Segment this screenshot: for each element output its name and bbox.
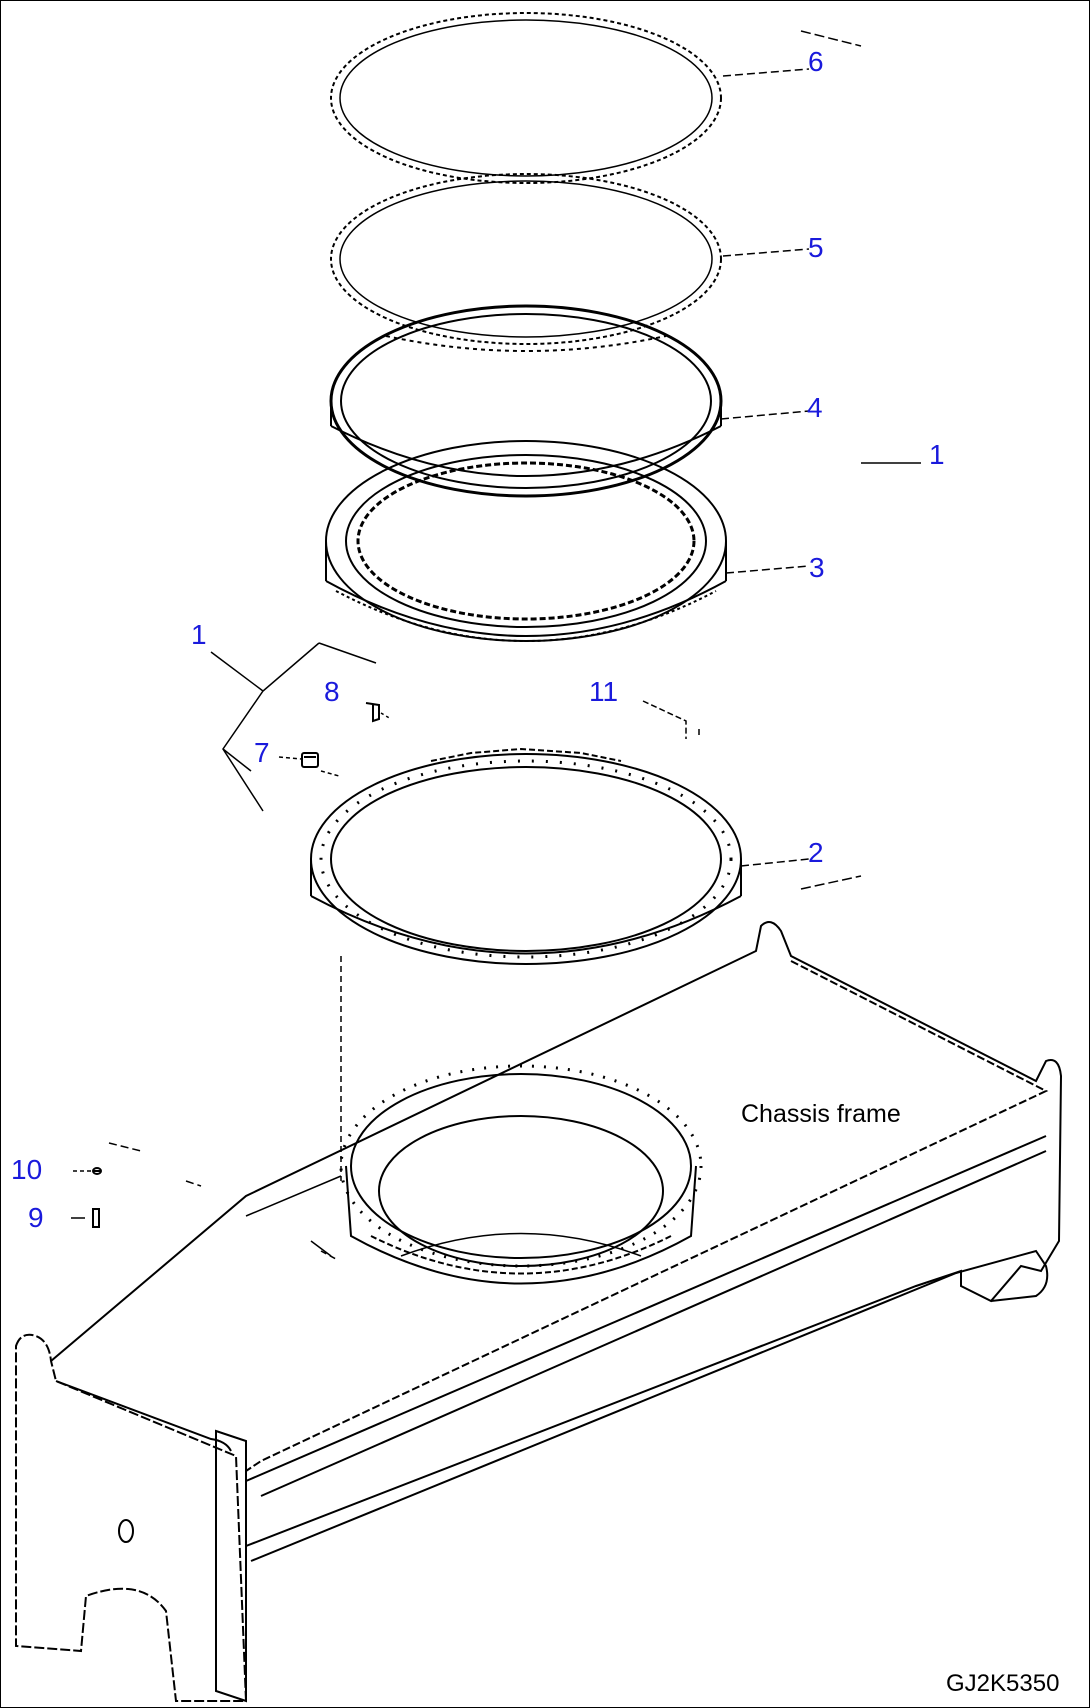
pin-9 <box>92 1208 100 1228</box>
callout-7: 7 <box>254 737 270 768</box>
callout-11: 11 <box>589 676 619 707</box>
gear-ring-3 <box>325 440 727 642</box>
chassis-frame <box>15 921 1063 1703</box>
alignment-guides <box>340 729 700 1181</box>
callout-9: 9 <box>28 1202 44 1233</box>
seal-ring-6 <box>330 12 722 184</box>
chassis-frame-label: Chassis frame <box>741 1100 901 1128</box>
callout-10: 10 <box>11 1154 43 1185</box>
bolt-10 <box>92 1167 102 1175</box>
callout-1-upper: 1 <box>929 439 945 470</box>
race-ring-4 <box>329 304 723 498</box>
bearing-ring-2 <box>310 747 742 965</box>
callout-2: 2 <box>808 837 824 868</box>
leader-lines <box>71 30 921 1260</box>
callout-3: 3 <box>809 552 825 583</box>
seal-ring-5 <box>330 173 722 352</box>
callout-1-group: 1 <box>191 619 207 650</box>
washer-7 <box>301 752 319 768</box>
callout-8: 8 <box>324 676 340 707</box>
callout-6: 6 <box>808 46 824 77</box>
bolt-8 <box>365 702 380 723</box>
drawing-code: GJ2K5350 <box>946 1670 1060 1697</box>
callout-5: 5 <box>808 232 824 263</box>
group-bracket-1 <box>210 642 377 812</box>
callout-4: 4 <box>807 392 823 423</box>
